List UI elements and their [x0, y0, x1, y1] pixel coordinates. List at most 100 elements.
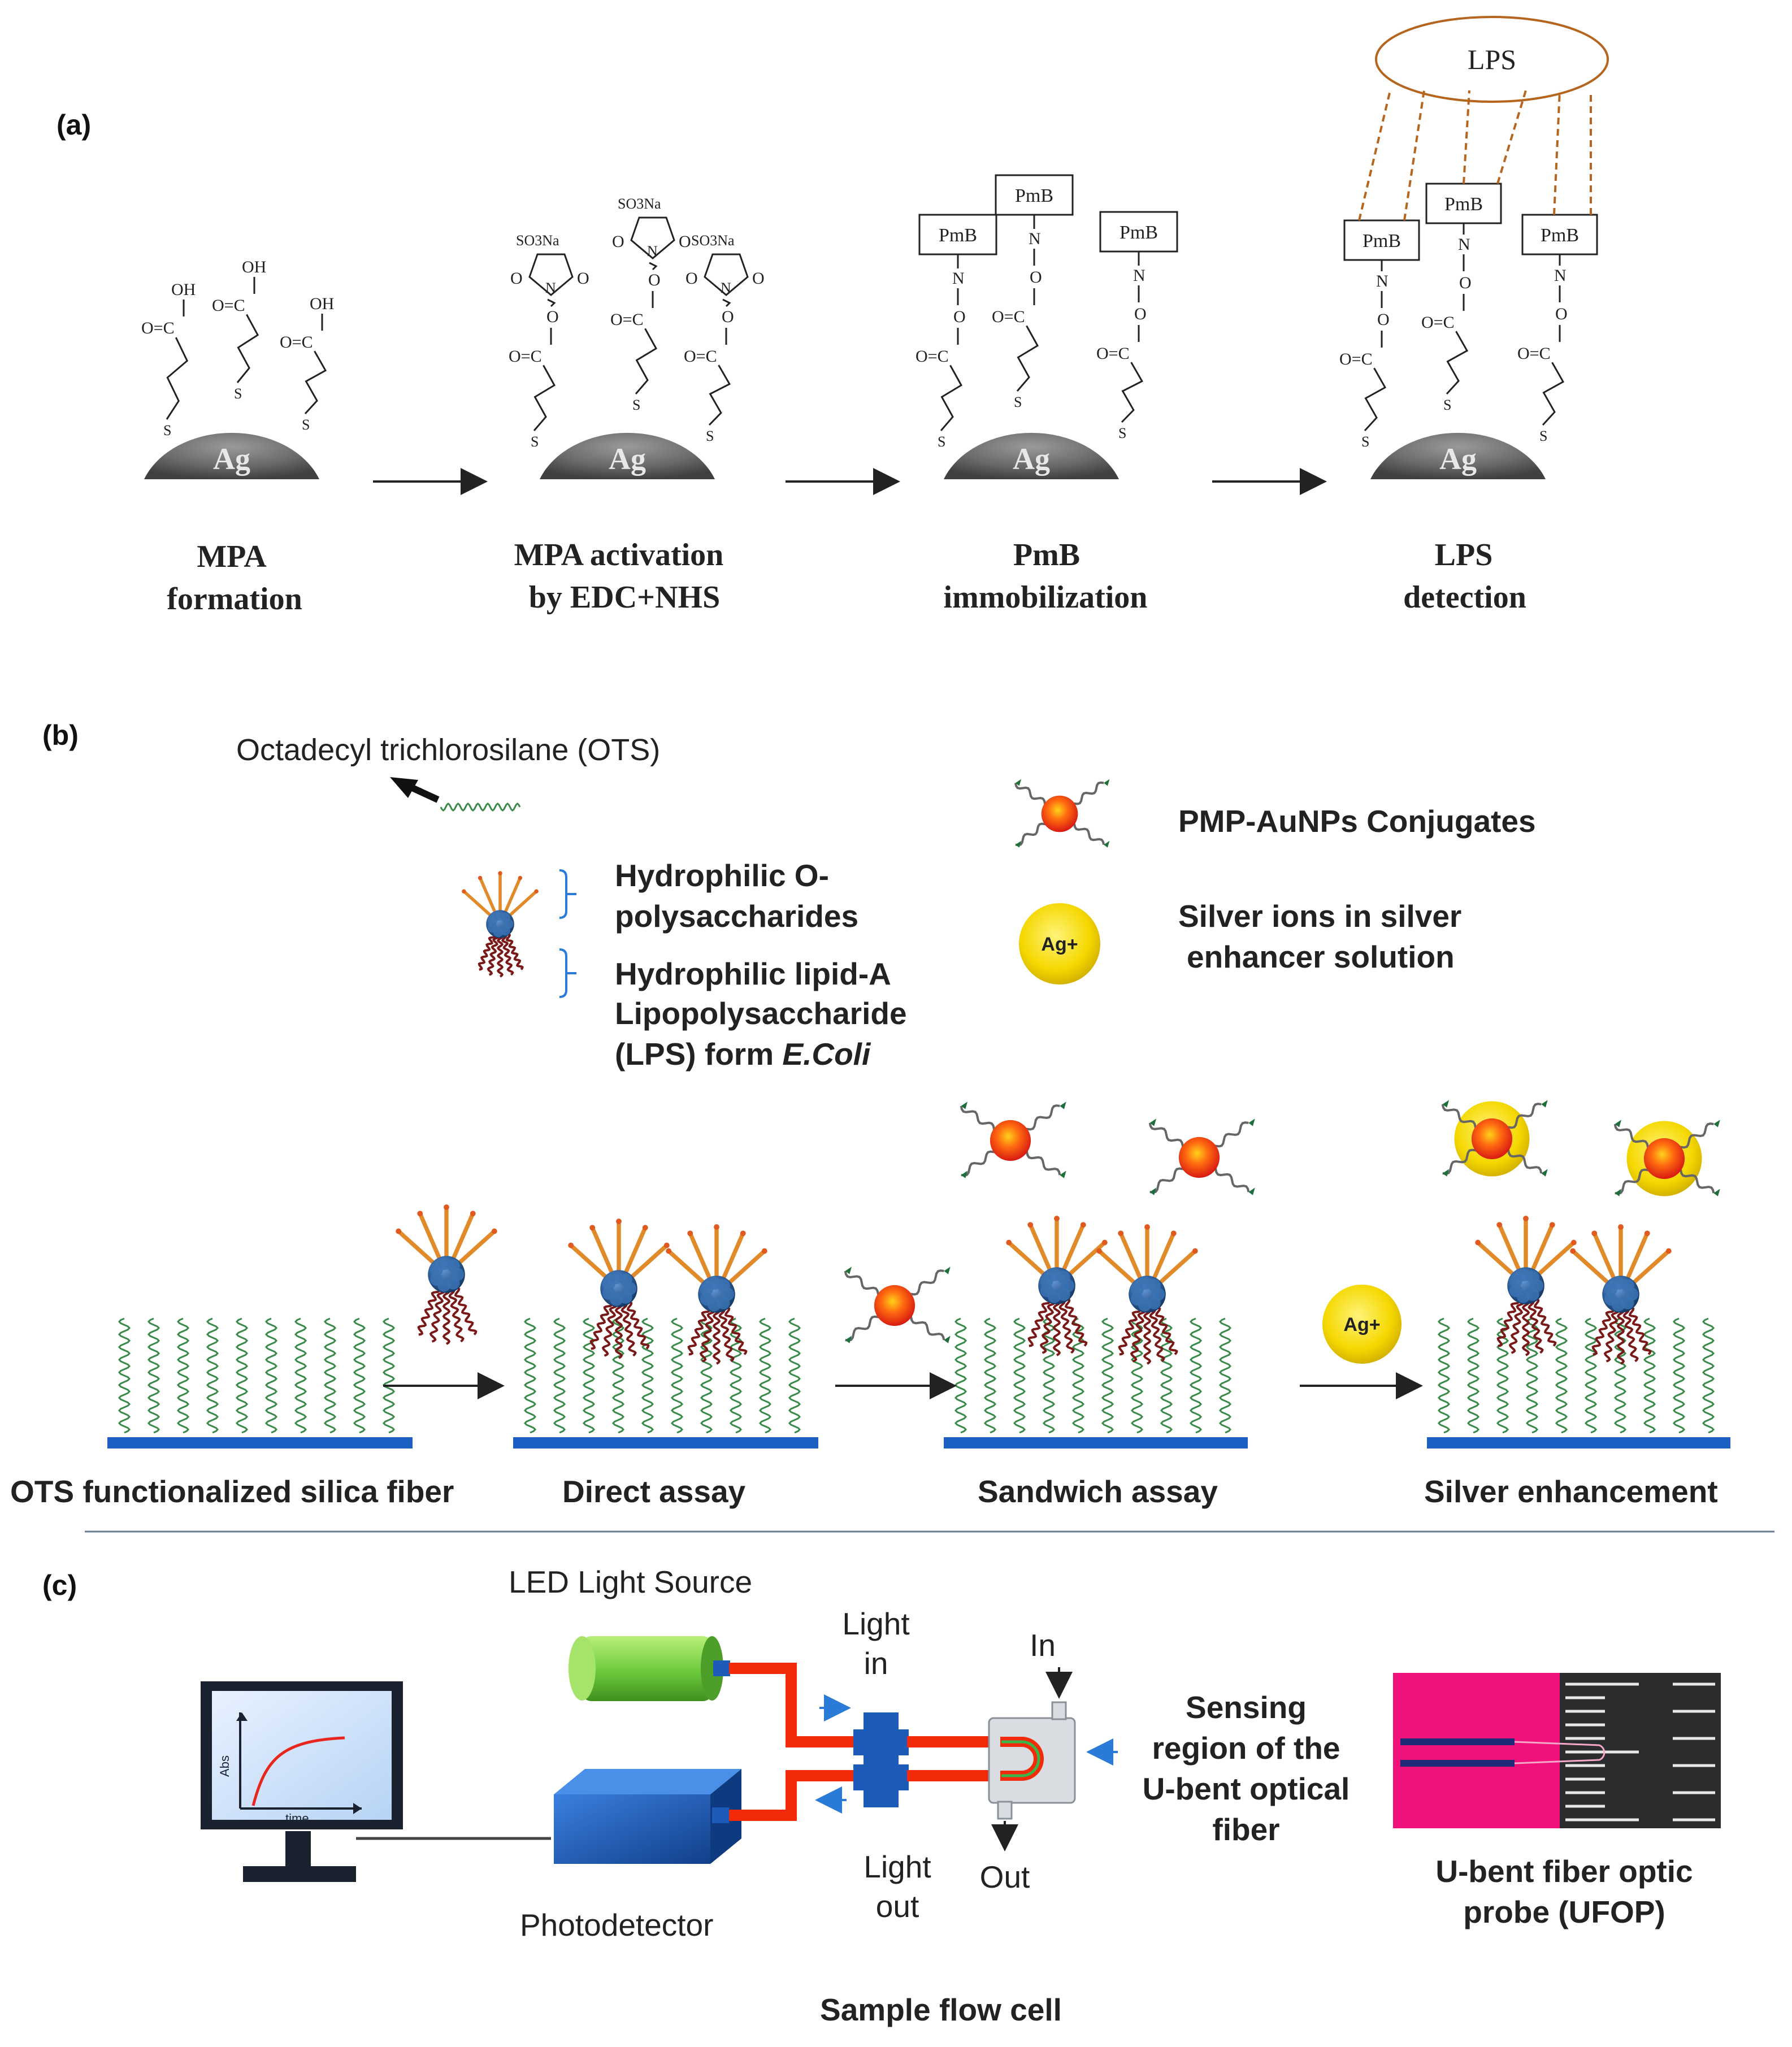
lps-bound-molecule [1006, 1216, 1108, 1356]
u-bent-sensing-coating [1001, 1740, 1040, 1777]
arm-tip [1644, 1230, 1650, 1237]
ots-chain [382, 1317, 396, 1434]
lps-label: LPS [1468, 44, 1516, 75]
pmb-box [1099, 211, 1178, 253]
ag-substrate-4: Ag [1370, 432, 1546, 479]
pmp-bound-conjugate [960, 1101, 1066, 1178]
lps-ellipse [1375, 16, 1609, 103]
arm-tip [687, 1230, 693, 1237]
arm-tip [1096, 1248, 1103, 1254]
core-sugar [500, 912, 510, 923]
alkyl-chain [708, 365, 731, 426]
linker-nitrogen: N [1554, 266, 1567, 285]
legend-lipid-line2: Lipopolysaccharide [615, 996, 907, 1031]
ots-chain-icon [440, 803, 521, 812]
silver-ion-icon [1322, 1285, 1402, 1364]
ag-substrate-1: Ag [144, 432, 319, 479]
pmp-ligand [1248, 1118, 1255, 1126]
ots-chain [1466, 1317, 1480, 1434]
alkyl-chain [533, 365, 556, 431]
pmp-ligand [1248, 1187, 1255, 1195]
lipid-tail [1508, 1294, 1525, 1354]
arm-tip [568, 1242, 574, 1248]
linker-oxygen: O [1377, 310, 1390, 329]
lipid-tail [429, 1282, 446, 1343]
arm-tip [1665, 1248, 1672, 1254]
arm-tip [462, 889, 466, 894]
sample-flow-cell [988, 1701, 1076, 1820]
sulfur-atom: S [1118, 425, 1126, 441]
lipid-tail [717, 1302, 735, 1363]
pmp-ligand [845, 1335, 852, 1343]
stage-1-label: OTS functionalized silica fiber [10, 1474, 454, 1509]
pmp-ligand [1541, 1169, 1548, 1177]
legend-silver-line1: Silver ions in silver [1178, 899, 1461, 934]
hydroxyl-label: OH [242, 258, 266, 276]
lipid-tail [496, 930, 504, 978]
arm-tip [714, 1224, 719, 1230]
lps-tether [1403, 90, 1425, 221]
lipid-tail [623, 1297, 650, 1350]
detector-connector [712, 1807, 729, 1823]
sensing-line3: U-bent optical [1143, 1771, 1350, 1806]
nitrogen-atom: N [721, 280, 731, 296]
silver-ion-label: Ag+ [1343, 1314, 1380, 1335]
hydroxyl-label: OH [310, 294, 334, 313]
pmp-legend-conjugate [1014, 779, 1110, 848]
legend-opoly-line2: polysaccharides [615, 899, 858, 934]
ag-nanoparticle [1370, 432, 1546, 479]
ester-oxygen: O [722, 307, 734, 326]
ots-chain [294, 1317, 307, 1434]
linker-oxygen: O [1459, 274, 1472, 292]
ots-chain [1071, 1317, 1085, 1434]
flow-cell-body [988, 1717, 1076, 1804]
carbonyl-label: O=C [1339, 350, 1373, 368]
ester-oxygen: O [546, 307, 559, 326]
gold-nanoparticle [1643, 1138, 1685, 1179]
silica-fiber [1427, 1437, 1730, 1448]
ots-chain [1437, 1317, 1451, 1434]
ots-chain [1555, 1317, 1568, 1434]
arm-tip [740, 1230, 746, 1237]
lipid-tail [1616, 1302, 1625, 1365]
pmp-ligand [1104, 779, 1110, 786]
sensing-line1: Sensing [1186, 1690, 1307, 1725]
linker-nitrogen: N [952, 269, 965, 288]
carbonyl-label: O=C [1421, 313, 1455, 332]
step-3-title: PmB [1013, 537, 1080, 573]
sulfonate-label: SO3Na [691, 232, 735, 249]
arm-tip [1475, 1239, 1481, 1246]
ots-chain [235, 1317, 249, 1434]
light-in-line1: Light [842, 1606, 909, 1641]
pmb-box [1521, 214, 1598, 255]
arm-tip [1591, 1230, 1598, 1237]
lipid-tail [487, 930, 500, 976]
arm-tip [1080, 1222, 1086, 1228]
lipid-tail [1603, 1302, 1620, 1363]
arm-tip [761, 1248, 767, 1254]
lipid-tail [446, 1282, 465, 1343]
gold-nanoparticle [990, 1120, 1031, 1161]
arm-tip [444, 1204, 449, 1211]
silver-enhanced-conjugate [1441, 1100, 1548, 1177]
bracket-icon [559, 869, 567, 919]
sulfur-atom: S [302, 417, 310, 433]
arm-tip [1027, 1222, 1034, 1228]
led-label: LED Light Source [509, 1564, 752, 1599]
arm-tip [666, 1248, 672, 1254]
ots-chain [1584, 1317, 1598, 1434]
core-sugar [1147, 1279, 1161, 1293]
lipid-tail [1027, 1294, 1051, 1347]
pmp-ligand [1442, 1169, 1450, 1177]
plot-abs-label: Abs [218, 1755, 232, 1777]
panel-b-label: (b) [42, 719, 79, 751]
arm-tip [642, 1225, 648, 1231]
fiber-coupler [864, 1712, 899, 1807]
ots-chain [1160, 1317, 1173, 1434]
arm-tip [1570, 1248, 1576, 1254]
coupler-flange [853, 1729, 909, 1755]
ufop-photo [1393, 1673, 1721, 1828]
led-face [701, 1636, 723, 1701]
ag-nanoparticle [144, 432, 319, 479]
